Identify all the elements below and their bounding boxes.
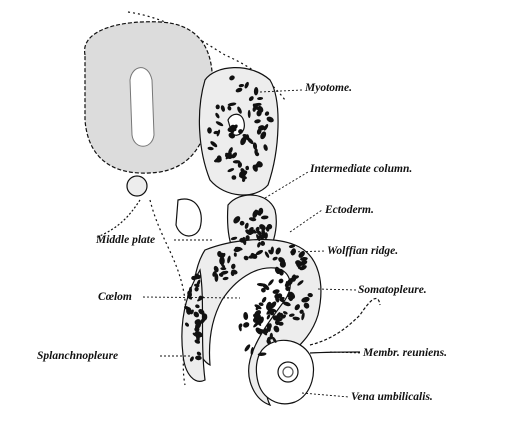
splanchnopleure-band — [182, 270, 205, 381]
cell-nucleus — [216, 105, 220, 110]
cell-nucleus — [238, 323, 243, 329]
leader-vena-umbilicalis — [302, 393, 349, 397]
cell-nucleus — [278, 278, 285, 285]
cell-nucleus — [215, 273, 219, 282]
cell-nucleus — [231, 175, 236, 180]
label-membr-reuniens: Membr. reuniens. — [363, 347, 447, 360]
leader-ectoderm — [290, 210, 322, 232]
cell-nucleus — [243, 343, 251, 352]
label-vena-umbilicalis: Vena umbilicalis. — [351, 391, 433, 404]
label-ectoderm: Ectoderm. — [325, 204, 374, 217]
ganglion — [127, 176, 147, 196]
leader-somatopleure — [318, 289, 356, 290]
label-myotome: Myotome. — [305, 82, 352, 95]
label-coelom: Cœlom — [98, 291, 132, 304]
cell-nucleus — [261, 296, 267, 303]
ectoderm-fold-right — [310, 298, 380, 345]
cell-nucleus — [242, 321, 250, 328]
cell-nucleus — [266, 314, 271, 320]
dorsal-mesentery-line — [95, 200, 140, 238]
label-wolffian-ridge: Wolffian ridge. — [327, 245, 398, 258]
aorta-outline — [176, 199, 201, 236]
cell-nucleus — [243, 312, 249, 320]
neural-canal — [130, 68, 154, 147]
cell-nucleus — [267, 278, 275, 286]
label-intermediate-column: Intermediate column. — [310, 163, 412, 176]
vena-umbilicalis-inner — [283, 367, 293, 377]
label-middle-plate: Middle plate — [96, 234, 155, 247]
label-somatopleure: Somatopleure. — [358, 284, 427, 297]
label-splanchnopleure: Splanchnopleure — [37, 350, 118, 363]
leader-coelom — [143, 297, 240, 298]
